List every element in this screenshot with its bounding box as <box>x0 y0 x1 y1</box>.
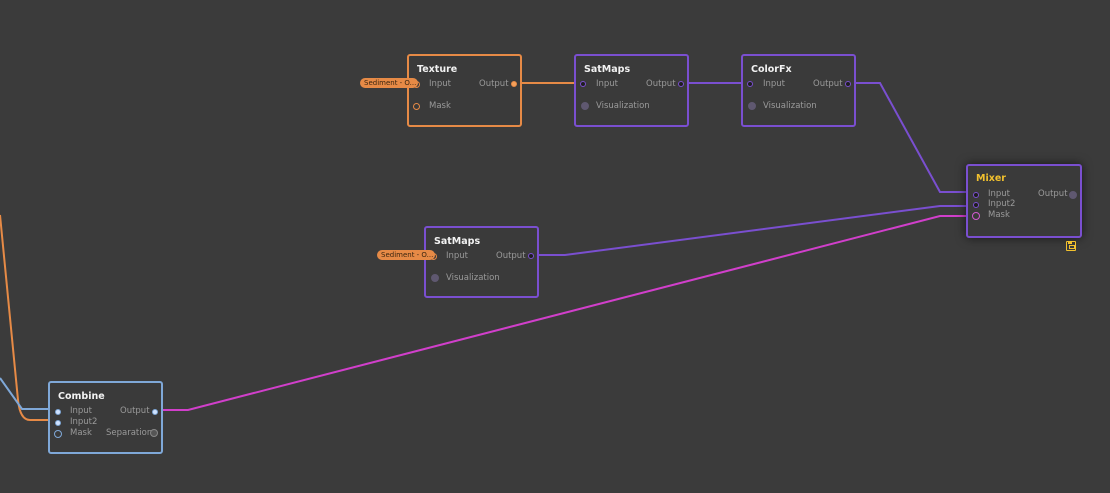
input-port[interactable] <box>747 81 753 87</box>
node-title: SatMaps <box>434 236 481 247</box>
mask-label: Mask <box>429 101 451 111</box>
mask-label: Mask <box>70 428 92 438</box>
input-port[interactable] <box>55 409 61 415</box>
output-port[interactable] <box>1069 191 1077 199</box>
output-port[interactable] <box>845 81 851 87</box>
output-label: Output <box>646 79 676 89</box>
input-label: Input <box>596 79 619 89</box>
visualization-port[interactable] <box>581 102 589 110</box>
visualization-label: Visualization <box>446 273 500 283</box>
input-port[interactable] <box>580 81 586 87</box>
input2-port[interactable] <box>973 202 979 208</box>
output-label: Output <box>120 406 150 416</box>
mask-port[interactable] <box>972 212 980 220</box>
input2-label: Input2 <box>70 417 98 427</box>
wire-orange-left <box>0 214 52 421</box>
satmaps-node-2[interactable]: SatMaps Input Output Visualization <box>424 226 539 298</box>
output-port[interactable] <box>678 81 684 87</box>
satmaps-node[interactable]: SatMaps Input Output Visualization <box>574 54 689 127</box>
combine-node[interactable]: Combine Input Output Input2 Mask Separat… <box>48 381 163 454</box>
wire-combine-mixer <box>157 215 975 411</box>
input-port[interactable] <box>973 192 979 198</box>
input-label: Input <box>988 189 1011 199</box>
node-title: Mixer <box>976 173 1006 184</box>
visualization-label: Visualization <box>763 101 817 111</box>
mask-port[interactable] <box>54 430 62 438</box>
visualization-label: Visualization <box>596 101 650 111</box>
mask-label: Mask <box>988 210 1010 220</box>
mask-port[interactable] <box>413 103 420 110</box>
wire-satmaps2-mixer <box>533 205 975 256</box>
texture-node[interactable]: Texture Input Output Mask <box>407 54 522 127</box>
visualization-port[interactable] <box>748 102 756 110</box>
input-label: Input <box>429 79 452 89</box>
node-title: Combine <box>58 391 105 402</box>
node-title: ColorFx <box>751 64 792 75</box>
input2-label: Input2 <box>988 199 1016 209</box>
input-label: Input <box>70 406 93 416</box>
node-title: SatMaps <box>584 64 631 75</box>
wire-colorfx-mixer <box>850 82 975 193</box>
output-label: Output <box>479 79 509 89</box>
output-port[interactable] <box>528 253 534 259</box>
separation-port[interactable] <box>150 429 158 437</box>
output-port[interactable] <box>511 81 517 87</box>
colorfx-node[interactable]: ColorFx Input Output Visualization <box>741 54 856 127</box>
visualization-port[interactable] <box>431 274 439 282</box>
save-icon[interactable] <box>1066 241 1076 251</box>
output-port[interactable] <box>152 409 158 415</box>
node-title: Texture <box>417 64 458 75</box>
input-label: Input <box>763 79 786 89</box>
mixer-node[interactable]: Mixer Input Output Input2 Mask <box>966 164 1082 238</box>
input-source-tag[interactable]: Sediment - O... <box>360 78 418 88</box>
input-source-tag[interactable]: Sediment - O... <box>377 250 435 260</box>
wire-blue-left <box>0 377 52 410</box>
output-label: Output <box>813 79 843 89</box>
separation-label: Separation <box>106 428 153 438</box>
output-label: Output <box>496 251 526 261</box>
input2-port[interactable] <box>55 420 61 426</box>
output-label: Output <box>1038 189 1068 199</box>
input-label: Input <box>446 251 469 261</box>
